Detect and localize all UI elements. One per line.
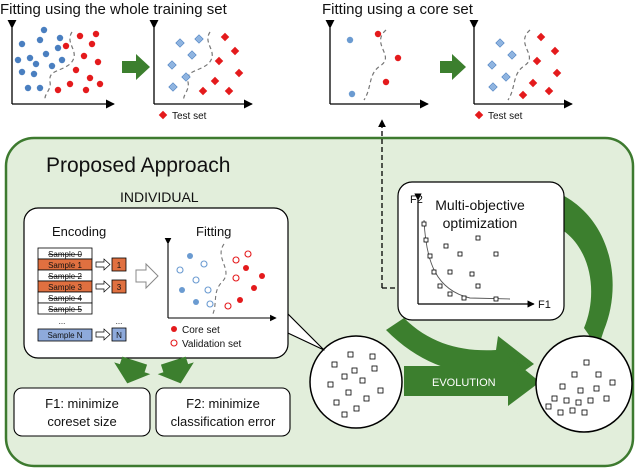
- axis-f2-label: F2: [410, 194, 423, 206]
- core-set-legend-icon: [171, 326, 177, 332]
- moo-box: Multi-objective optimization F2 F1: [397, 181, 565, 321]
- objective-f1-box: F1: minimize coreset size: [13, 387, 151, 437]
- arrow-right-icon: [440, 54, 466, 80]
- legend-core-set: Core set: [182, 325, 220, 336]
- sample-row: Sample 4: [37, 291, 93, 304]
- population-circle-current: [309, 335, 403, 429]
- sample-label: Sample 0: [48, 250, 82, 259]
- individual-label: INDIVIDUAL: [120, 189, 199, 205]
- title-whole-training-set: Fitting using the whole training set: [0, 1, 228, 18]
- moo-title-line2: optimization: [443, 215, 518, 231]
- sample-row: Sample 1 1: [37, 257, 127, 272]
- objective-f2-box: F2: minimize classification error: [155, 387, 291, 437]
- arrow-right-icon: [122, 54, 150, 80]
- sample-label: Sample 3: [48, 283, 82, 292]
- fitting-plot: [164, 238, 277, 322]
- sample-ellipsis: ...: [59, 317, 66, 326]
- objective-f2-line2: classification error: [171, 414, 276, 429]
- evolution-arrow: [404, 356, 540, 406]
- index-ellipsis: ...: [116, 317, 123, 326]
- sample-label: Sample 1: [48, 261, 82, 270]
- validation-set-legend-icon: [170, 339, 178, 347]
- encoding-title: Encoding: [52, 224, 106, 239]
- sample-row: Sample 0: [37, 247, 93, 260]
- plot-test-whole: [149, 19, 253, 109]
- sample-index: N: [116, 331, 122, 340]
- individual-box: [23, 207, 289, 359]
- sample-label: Sample 2: [48, 272, 82, 281]
- population-circle-next: [535, 335, 633, 433]
- sample-label: Sample N: [47, 331, 82, 340]
- sample-index: 3: [117, 283, 122, 292]
- sample-label: Sample 5: [48, 305, 82, 314]
- sample-row: Sample 5: [37, 302, 93, 315]
- test-set-legend-icon: [474, 110, 484, 120]
- legend-test-set-right: Test set: [488, 111, 523, 122]
- arrow-right-outline-icon: [135, 262, 159, 290]
- fitting-title: Fitting: [196, 224, 231, 239]
- sample-row: Sample 2: [37, 269, 93, 282]
- sample-label: Sample 4: [48, 294, 82, 303]
- evolution-label: EVOLUTION: [432, 377, 496, 389]
- sample-row: Sample 3 3: [37, 279, 127, 294]
- plot-whole-training: [7, 19, 115, 109]
- legend-test-set-left: Test set: [172, 111, 207, 122]
- arrow-down-f2-icon: [157, 356, 194, 384]
- test-set-legend-icon: [158, 110, 168, 120]
- moo-title-line1: Multi-objective: [435, 197, 525, 213]
- title-core-set: Fitting using a core set: [322, 1, 474, 18]
- plot-test-core: [469, 19, 573, 109]
- sample-row: Sample N N: [37, 327, 127, 342]
- axis-f1-label: F1: [538, 299, 551, 311]
- arrow-down-f1-icon: [114, 356, 151, 384]
- plot-core-fitting: [325, 19, 429, 109]
- bubble-joint-mask: [254, 298, 272, 318]
- objective-f1-line1: F1: minimize: [45, 396, 119, 411]
- objective-f2-line1: F2: minimize: [186, 396, 260, 411]
- sample-index: 1: [117, 261, 122, 270]
- objective-f1-line2: coreset size: [47, 414, 116, 429]
- proposed-approach-title: Proposed Approach: [46, 154, 230, 177]
- sample-list: Sample 0 Sample 1 1 Sample 2 Sample 3 3 …: [37, 247, 127, 342]
- legend-validation-set: Validation set: [182, 339, 242, 350]
